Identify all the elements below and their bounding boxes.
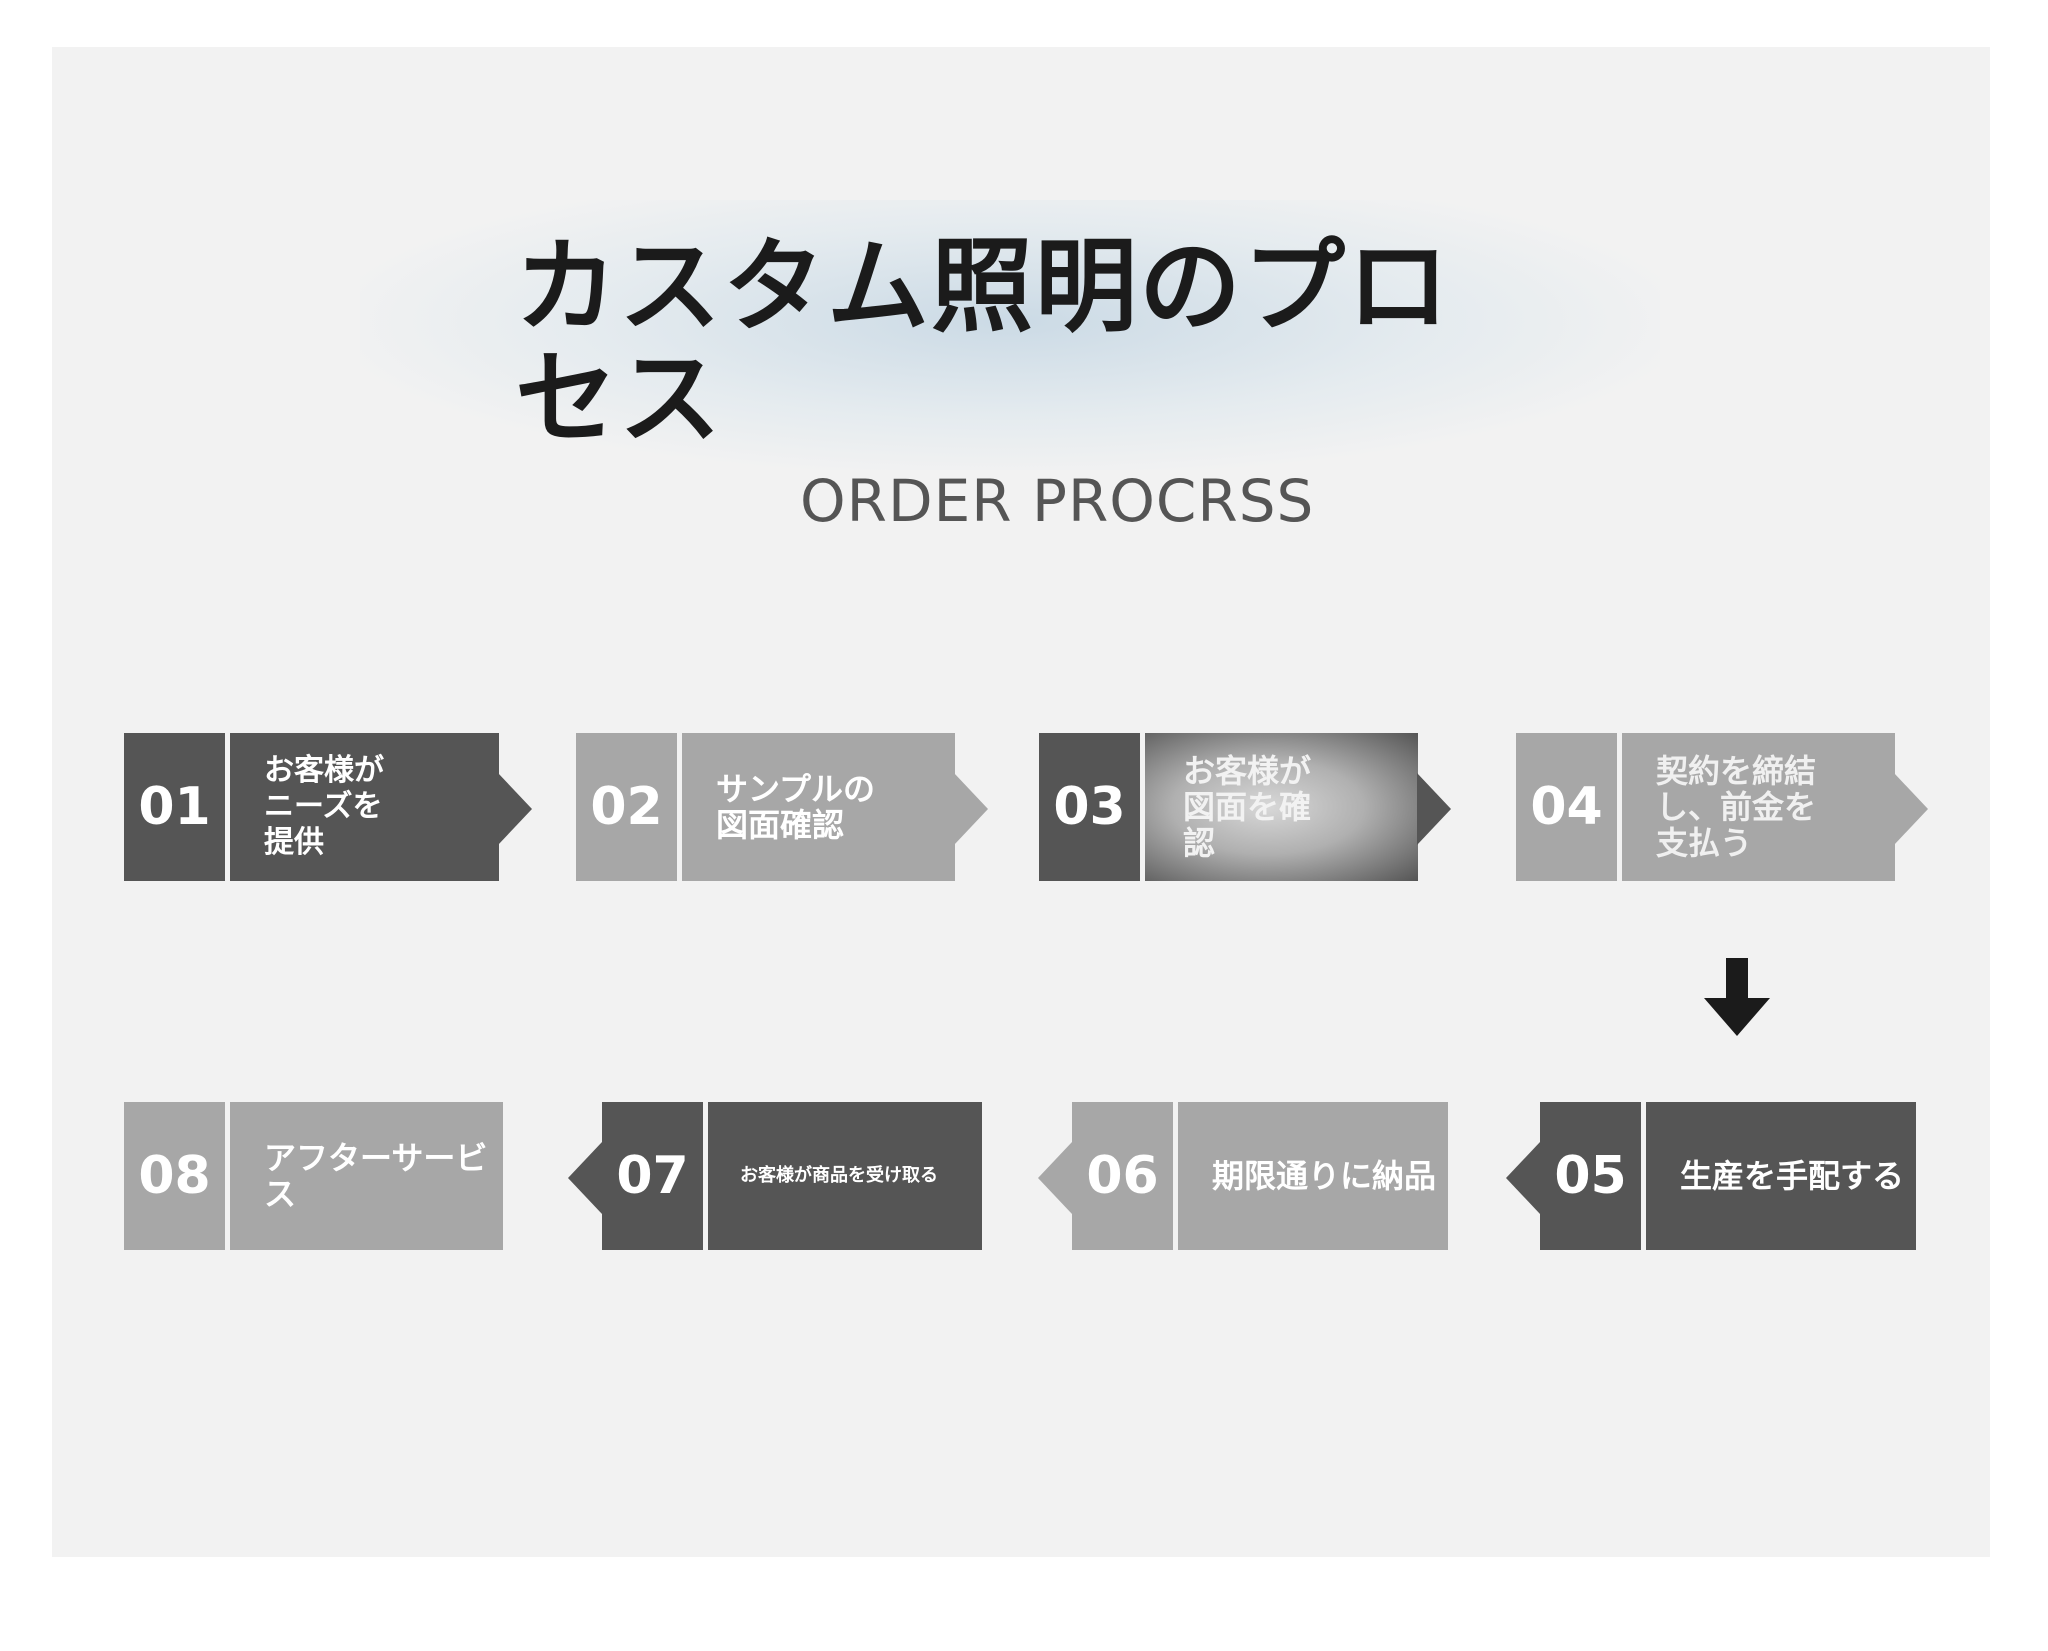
step-label: 生産を手配する — [1646, 1102, 1916, 1250]
step-03: 03 お客様が 図面を確 認 — [1039, 733, 1451, 881]
step-number: 07 — [602, 1102, 703, 1250]
step-label-text: サンプルの 図面確認 — [716, 770, 876, 844]
title-glow — [360, 200, 1660, 470]
step-label: お客様が商品を受け取る — [708, 1102, 982, 1250]
arrow-left-icon — [568, 1142, 602, 1214]
step-label-text: お客様が商品を受け取る — [740, 1165, 938, 1186]
step-label: サンプルの 図面確認 — [682, 733, 955, 881]
step-number: 05 — [1540, 1102, 1641, 1250]
step-label-text: 契約を締結 し、前金を 支払う — [1656, 752, 1817, 862]
step-label: お客様が ニーズを 提供 — [230, 733, 499, 881]
arrow-right-icon — [954, 773, 988, 845]
step-04: 04 契約を締結 し、前金を 支払う — [1516, 733, 1928, 881]
step-label: お客様が 図面を確 認 — [1145, 733, 1418, 881]
step-label-text: 期限通りに納品 — [1212, 1157, 1437, 1195]
step-05: 05 生産を手配する — [1504, 1102, 1916, 1250]
arrow-right-icon — [498, 773, 532, 845]
step-number: 03 — [1039, 733, 1140, 881]
arrow-down-icon — [1704, 958, 1770, 1036]
step-label-text: アフターサービス — [264, 1139, 488, 1213]
step-number: 06 — [1072, 1102, 1173, 1250]
step-label: 契約を締結 し、前金を 支払う — [1622, 733, 1895, 881]
step-label: 期限通りに納品 — [1178, 1102, 1448, 1250]
step-number: 04 — [1516, 733, 1617, 881]
step-02: 02 サンプルの 図面確認 — [576, 733, 988, 881]
arrow-right-icon — [1417, 773, 1451, 845]
step-number: 02 — [576, 733, 677, 881]
step-06: 06 期限通りに納品 — [1036, 1102, 1448, 1250]
step-number: 01 — [124, 733, 225, 881]
step-label-text: お客様が ニーズを 提供 — [264, 753, 384, 860]
page-title: カスタム照明のプロセス — [515, 228, 1451, 459]
step-07: 07 お客様が商品を受け取る — [566, 1102, 982, 1250]
step-number: 08 — [124, 1102, 225, 1250]
arrow-left-icon — [1038, 1142, 1072, 1214]
step-label-text: お客様が 図面を確 認 — [1183, 752, 1312, 862]
step-01: 01 お客様が ニーズを 提供 — [124, 733, 534, 881]
step-label: アフターサービス — [230, 1102, 503, 1250]
arrow-right-icon — [1894, 773, 1928, 845]
step-08: 08 アフターサービス — [124, 1102, 503, 1250]
arrow-left-icon — [1506, 1142, 1540, 1214]
page-subtitle: ORDER PROCRSS — [800, 467, 1315, 535]
step-label-text: 生産を手配する — [1680, 1157, 1905, 1195]
